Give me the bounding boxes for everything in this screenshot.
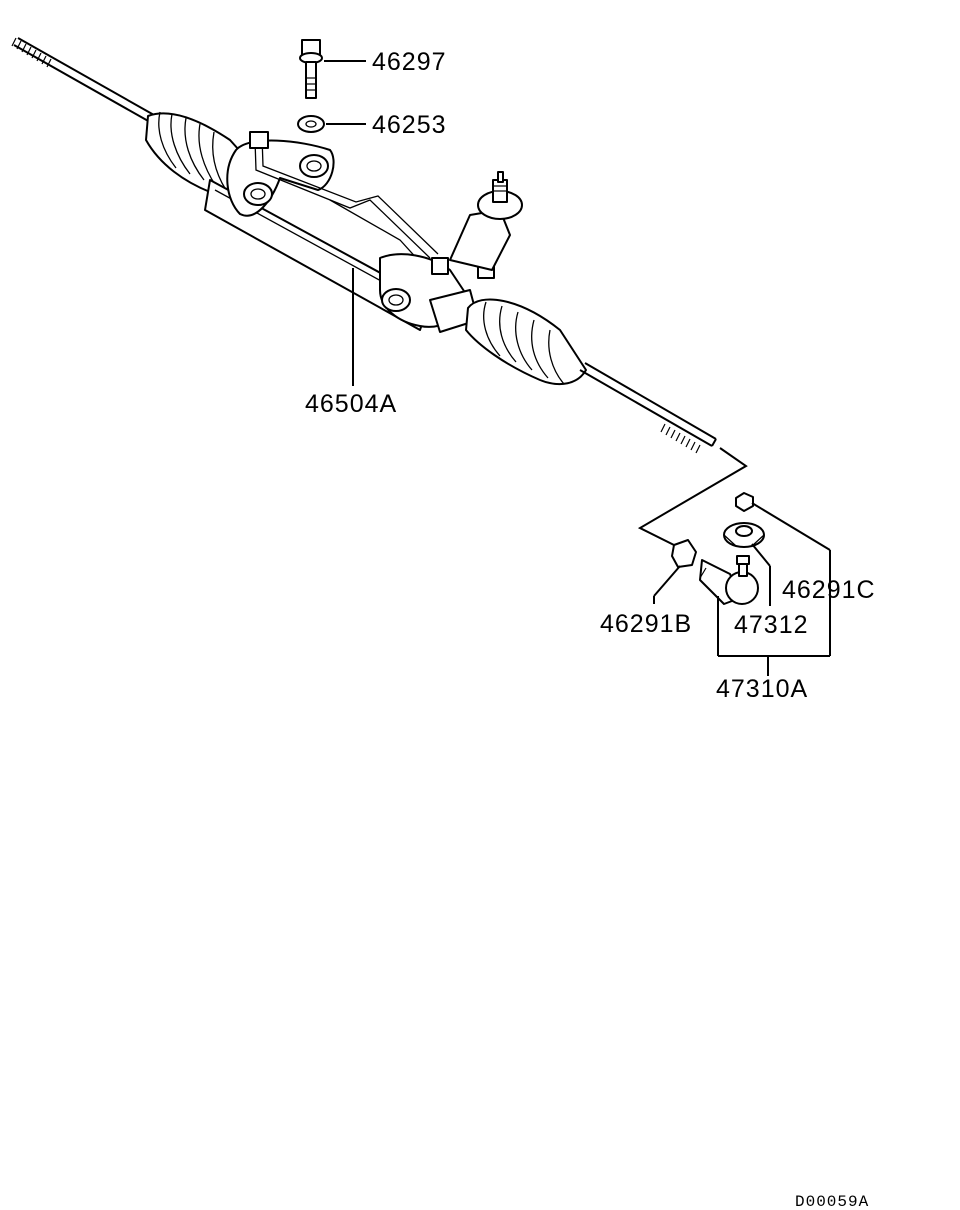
label-46291B: 46291B xyxy=(600,610,692,638)
diagram-code: D00059A xyxy=(795,1193,869,1210)
pinion-input-shaft xyxy=(449,171,523,271)
tie-rod-end-47310A xyxy=(699,555,759,605)
washer-46253 xyxy=(297,115,366,133)
lock-nut-46291B xyxy=(653,539,697,604)
right-group-leaders xyxy=(717,502,831,676)
label-47312: 47312 xyxy=(734,611,809,639)
nut-46291C xyxy=(735,492,754,512)
right-tie-rod xyxy=(579,362,717,454)
label-47310A: 47310A xyxy=(716,675,808,703)
bolt-46297 xyxy=(299,39,366,99)
label-46504A: 46504A xyxy=(305,390,397,418)
rack-housing xyxy=(204,131,495,333)
left-tie-rod xyxy=(11,37,155,123)
assembly-link-line xyxy=(637,447,748,549)
label-46291C: 46291C xyxy=(782,576,876,604)
right-bellows-boot xyxy=(465,298,587,386)
label-46253: 46253 xyxy=(372,111,447,139)
label-46297: 46297 xyxy=(372,48,447,76)
dust-cover-47312 xyxy=(723,522,765,548)
